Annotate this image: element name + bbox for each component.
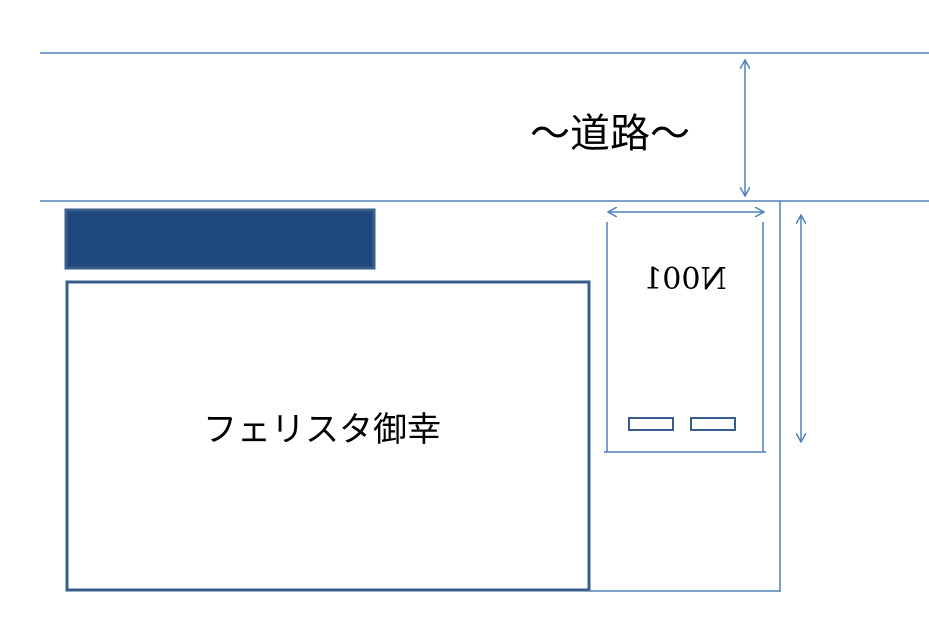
wheel-stop-right bbox=[690, 417, 736, 431]
wheel-stop-left bbox=[628, 417, 674, 431]
road-label: ～道路～ bbox=[530, 111, 690, 157]
building-name: フェリスタ御幸 bbox=[203, 410, 441, 450]
building-sign-bar bbox=[64, 208, 376, 270]
building-outline bbox=[65, 280, 591, 592]
parking-space-number: N001 bbox=[643, 262, 727, 297]
